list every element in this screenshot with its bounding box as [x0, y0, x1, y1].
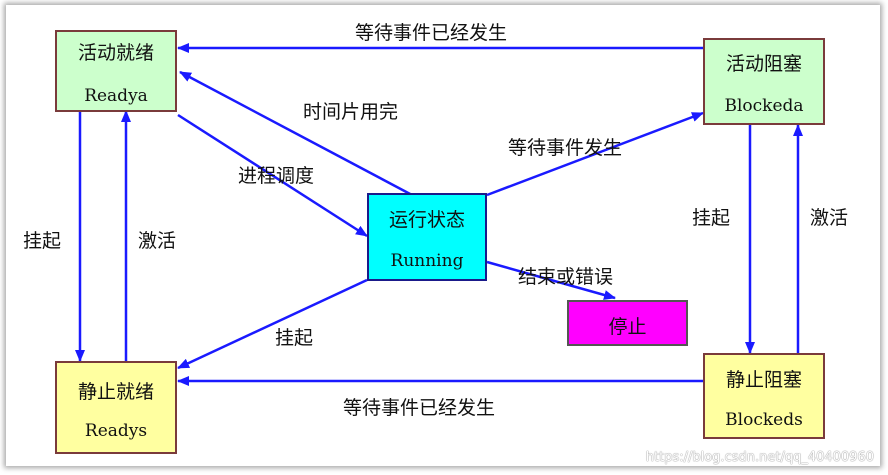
node-running-cn: 运行状态 — [388, 209, 465, 231]
label-end-error: 结束或错误 — [518, 266, 614, 288]
node-static-blocked-cn: 静止阻塞 — [725, 369, 802, 391]
watermark-text: https://blog.csdn.net/qq_40400960 — [645, 450, 874, 465]
node-static-blocked: 静止阻塞 Blockeds — [703, 353, 825, 439]
label-wait-event: 等待事件发生 — [508, 137, 623, 159]
node-active-ready: 活动就绪 Readya — [55, 30, 177, 112]
label-schedule: 进程调度 — [238, 165, 315, 187]
node-static-ready-cn: 静止就绪 — [77, 381, 154, 403]
label-suspend-left: 挂起 — [23, 230, 62, 252]
arrow-suspend-running — [177, 278, 368, 370]
node-static-ready-en: Readys — [84, 421, 148, 441]
node-running: 运行状态 Running — [367, 193, 487, 281]
label-time-slice: 时间片用完 — [303, 101, 399, 123]
node-active-ready-cn: 活动就绪 — [77, 42, 154, 64]
label-bottom-wait-done: 等待事件已经发生 — [343, 397, 496, 419]
node-static-blocked-en: Blockeds — [725, 410, 803, 430]
arrow-wait-event — [486, 111, 704, 197]
label-suspend-running: 挂起 — [275, 327, 314, 349]
arrow-schedule — [177, 113, 368, 238]
label-activate-right: 激活 — [810, 207, 849, 229]
label-suspend-right: 挂起 — [692, 207, 731, 229]
node-active-blocked: 活动阻塞 Blockeda — [703, 38, 825, 125]
node-stop: 停止 — [567, 300, 688, 346]
arrow-time-slice — [179, 70, 413, 197]
node-running-en: Running — [390, 251, 464, 271]
label-top-wait-done: 等待事件已经发生 — [355, 22, 508, 44]
node-active-blocked-cn: 活动阻塞 — [725, 53, 802, 75]
node-active-ready-en: Readya — [84, 86, 148, 106]
arrow-end-error — [486, 260, 616, 300]
label-activate-left: 激活 — [138, 230, 177, 252]
node-static-ready: 静止就绪 Readys — [55, 361, 177, 454]
node-stop-cn: 停止 — [608, 316, 647, 338]
node-active-blocked-en: Blockeda — [724, 96, 804, 116]
